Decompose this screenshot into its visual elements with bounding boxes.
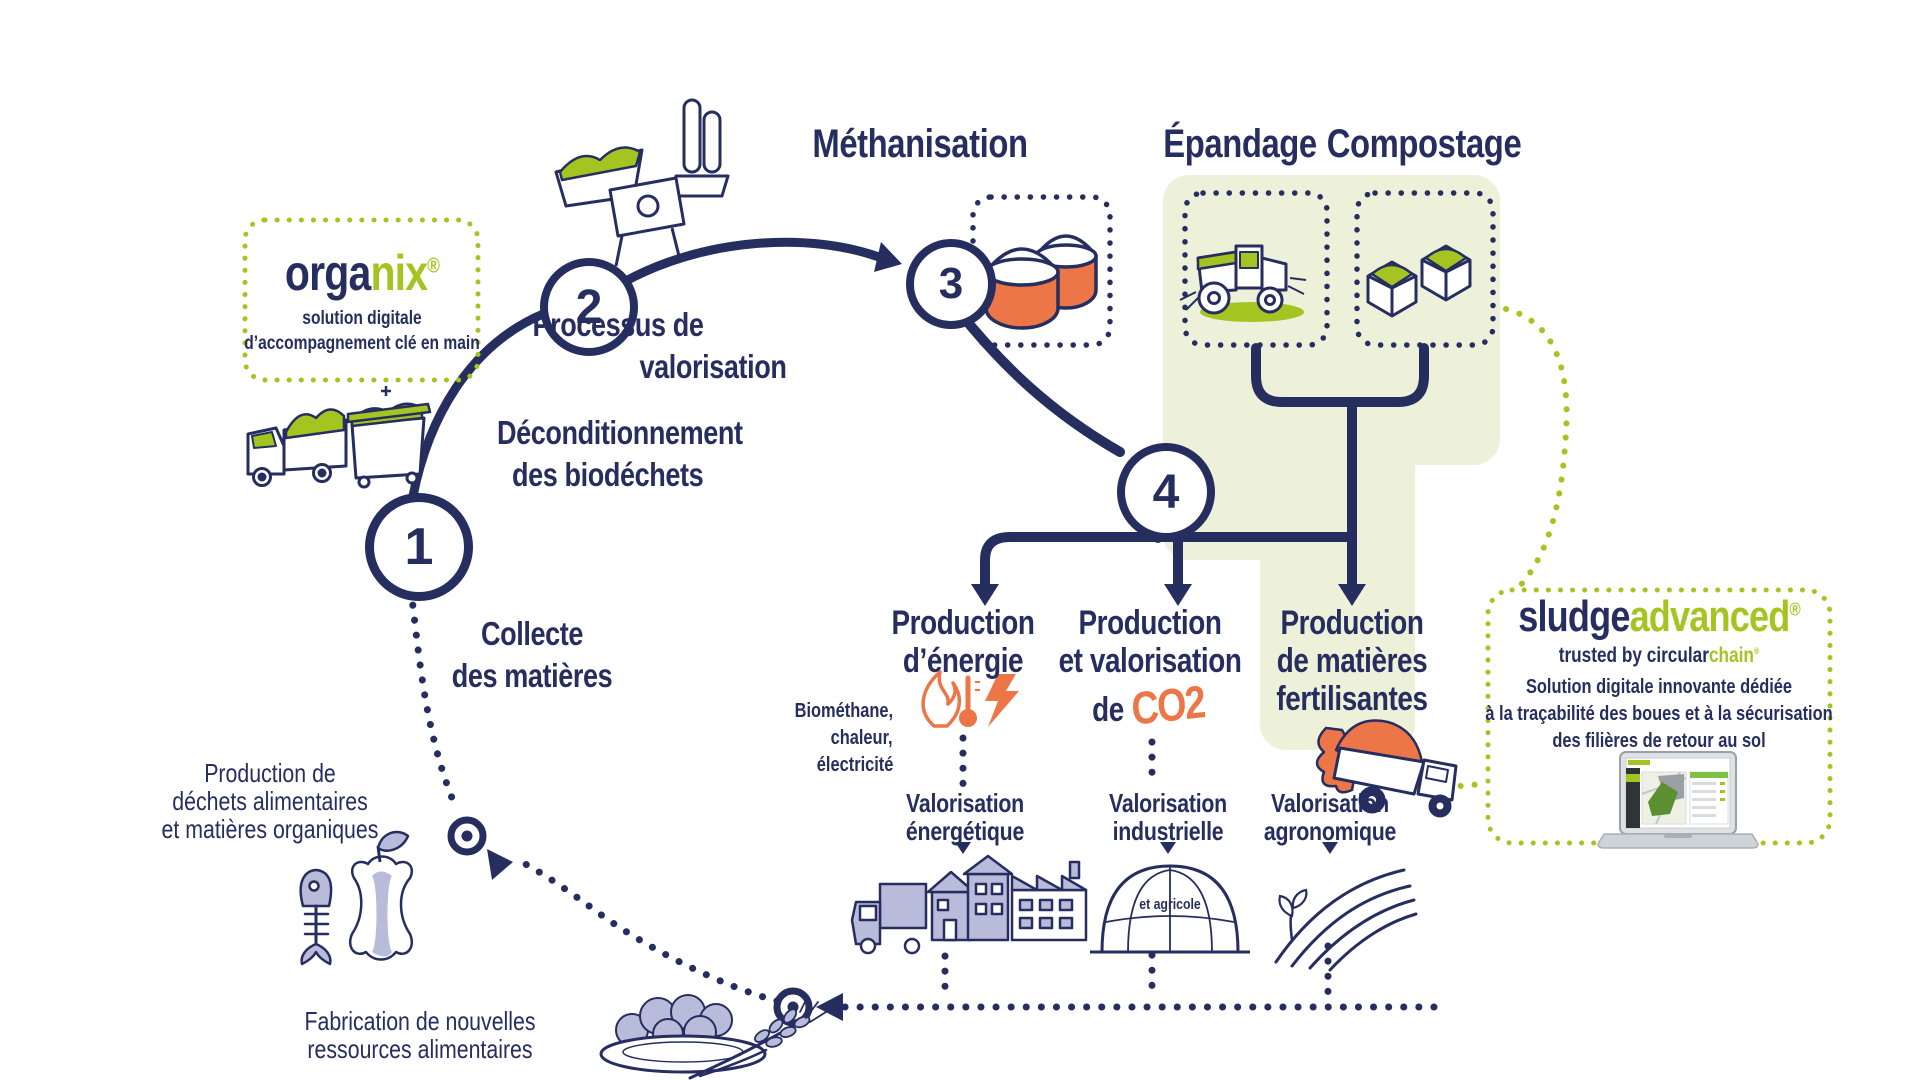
step-number-2: 2 [575,280,603,334]
production-co2-line3: de CO2 [1092,675,1205,735]
city-icons [850,854,1088,955]
sludgeadvanced-desc-line3: des filières de retour au sol [1552,730,1766,752]
arrowhead-to-step3 [874,242,902,272]
step-number-4: 4 [1152,465,1180,519]
fabrication-line2: ressources alimentaires [307,1034,533,1064]
sludgeadvanced-desc-line2: à la traçabilité des boues et à la sécur… [1485,703,1833,725]
greenhouse-caption: et agricole [1139,896,1201,913]
compost-bins-icon [1366,244,1472,318]
collection-truck-icon [246,408,348,487]
digesters-icon [984,234,1098,330]
co2-de-label: de [1092,691,1124,729]
step-circle-2: 2 [540,258,638,356]
thermometer-icon [959,675,980,727]
energie-sources-line3: électricité [816,754,893,776]
sludgeadvanced-desc-line1: Solution digitale innovante dédiée [1525,676,1793,698]
valorisation-energetique-line2: énergétique [905,816,1025,846]
cycle-dotted-paths [407,586,1444,1011]
badge-dotted-borders [242,217,1833,846]
sludgeadvanced-logo: sludgeadvanced® [1518,592,1800,642]
lightning-icon [985,674,1019,727]
valorisation-energetique-line1: Valorisation [906,788,1024,818]
valorisation-industrielle-line1: Valorisation [1109,788,1227,818]
step-number-3: 3 [938,259,964,308]
deconditionnement-label-line1: Déconditionnement [497,414,743,451]
field-icon [1274,868,1418,972]
production-energie-line2: d’énergie [902,642,1024,680]
processus-label-line1: Processus de [532,306,704,343]
valorisation-agronomique-line2: agronomique [1263,816,1397,846]
greenhouse-icon [1090,864,1250,954]
co2-logo: CO2 [1129,675,1206,735]
energie-sources-line2: chaleur, [831,727,893,749]
sludgeadvanced-logo-part2: advanced [1629,592,1791,641]
sludgeadvanced-logo-part1: sludge [1518,592,1630,641]
green-dotted-connectors [1444,306,1570,793]
collecte-label-line1: Collecte [481,615,583,652]
trusted-by-line: trusted by circularchain® [1559,644,1760,668]
branch-arrowheads [971,584,1366,606]
title-methanisation: Méthanisation [812,122,1028,166]
production-fertilisantes-line1: Production [1280,604,1424,642]
trusted-by-reg: ® [1753,646,1760,656]
step-number-1: 1 [404,518,434,576]
organix-logo-part1: orga [284,245,371,301]
title-compostage: Compostage [1326,122,1522,166]
sludgeadvanced-registered-mark: ® [1789,598,1800,620]
icon-dotted-boxes [970,190,1496,348]
organix-logo-part2: nix [370,245,428,301]
step-circle-1: 1 [365,493,473,601]
fishbone-icon [299,868,333,966]
organix-logo: organix® [284,244,440,302]
small-down-arrows [955,842,1338,854]
wheat-icon [688,995,827,1080]
sludge-truck-icon [1315,719,1458,818]
production-dechets-line3: et matières organiques [161,814,379,844]
organix-registered-mark: ® [427,254,440,278]
fabrication-line1: Fabrication de nouvelles [304,1006,536,1036]
apple-core-icon [349,830,413,961]
deconditionnement-label-line2: des biodéchets [512,456,704,493]
trusted-by-suffix: chain [1708,644,1754,667]
processus-label-line2: valorisation [639,348,787,385]
production-energie-line1: Production [891,604,1035,642]
waste-bin-icon [346,386,432,489]
collecte-label-line2: des matières [451,657,613,694]
production-co2-line1: Production [1078,604,1222,642]
valorisation-agronomique-line1: Valorisation [1271,788,1389,818]
step-circle-4: 4 [1117,443,1215,541]
production-fertilisantes-line3: fertilisantes [1276,680,1428,718]
valorisation-industrielle-line2: industrielle [1112,816,1224,846]
energie-sources-line1: Biométhane, [794,700,893,722]
cycle-node-markers [447,816,813,1027]
flame-icon [921,670,962,728]
trusted-by-prefix: trusted by circular [1558,644,1709,667]
production-co2-line2: et valorisation [1058,642,1242,680]
organix-tagline-line1: solution digitale [302,308,422,329]
production-dechets-line2: déchets alimentaires [172,786,368,816]
laptop-icon [1597,751,1759,849]
arrowhead-dotted-left [816,993,843,1021]
arrowhead-dotted-upleft [487,849,513,880]
production-dechets-line1: Production de [204,758,336,788]
title-epandage: Épandage [1163,122,1317,166]
production-fertilisantes-line2: de matières [1276,642,1428,680]
depackaging-machine-icon [554,98,730,267]
salad-plate-icon [599,994,767,1074]
spreader-tractor-icon [1179,244,1307,322]
organix-tagline-line2: d’accompagnement clé en main [244,333,480,354]
step-circle-3: 3 [906,239,996,329]
